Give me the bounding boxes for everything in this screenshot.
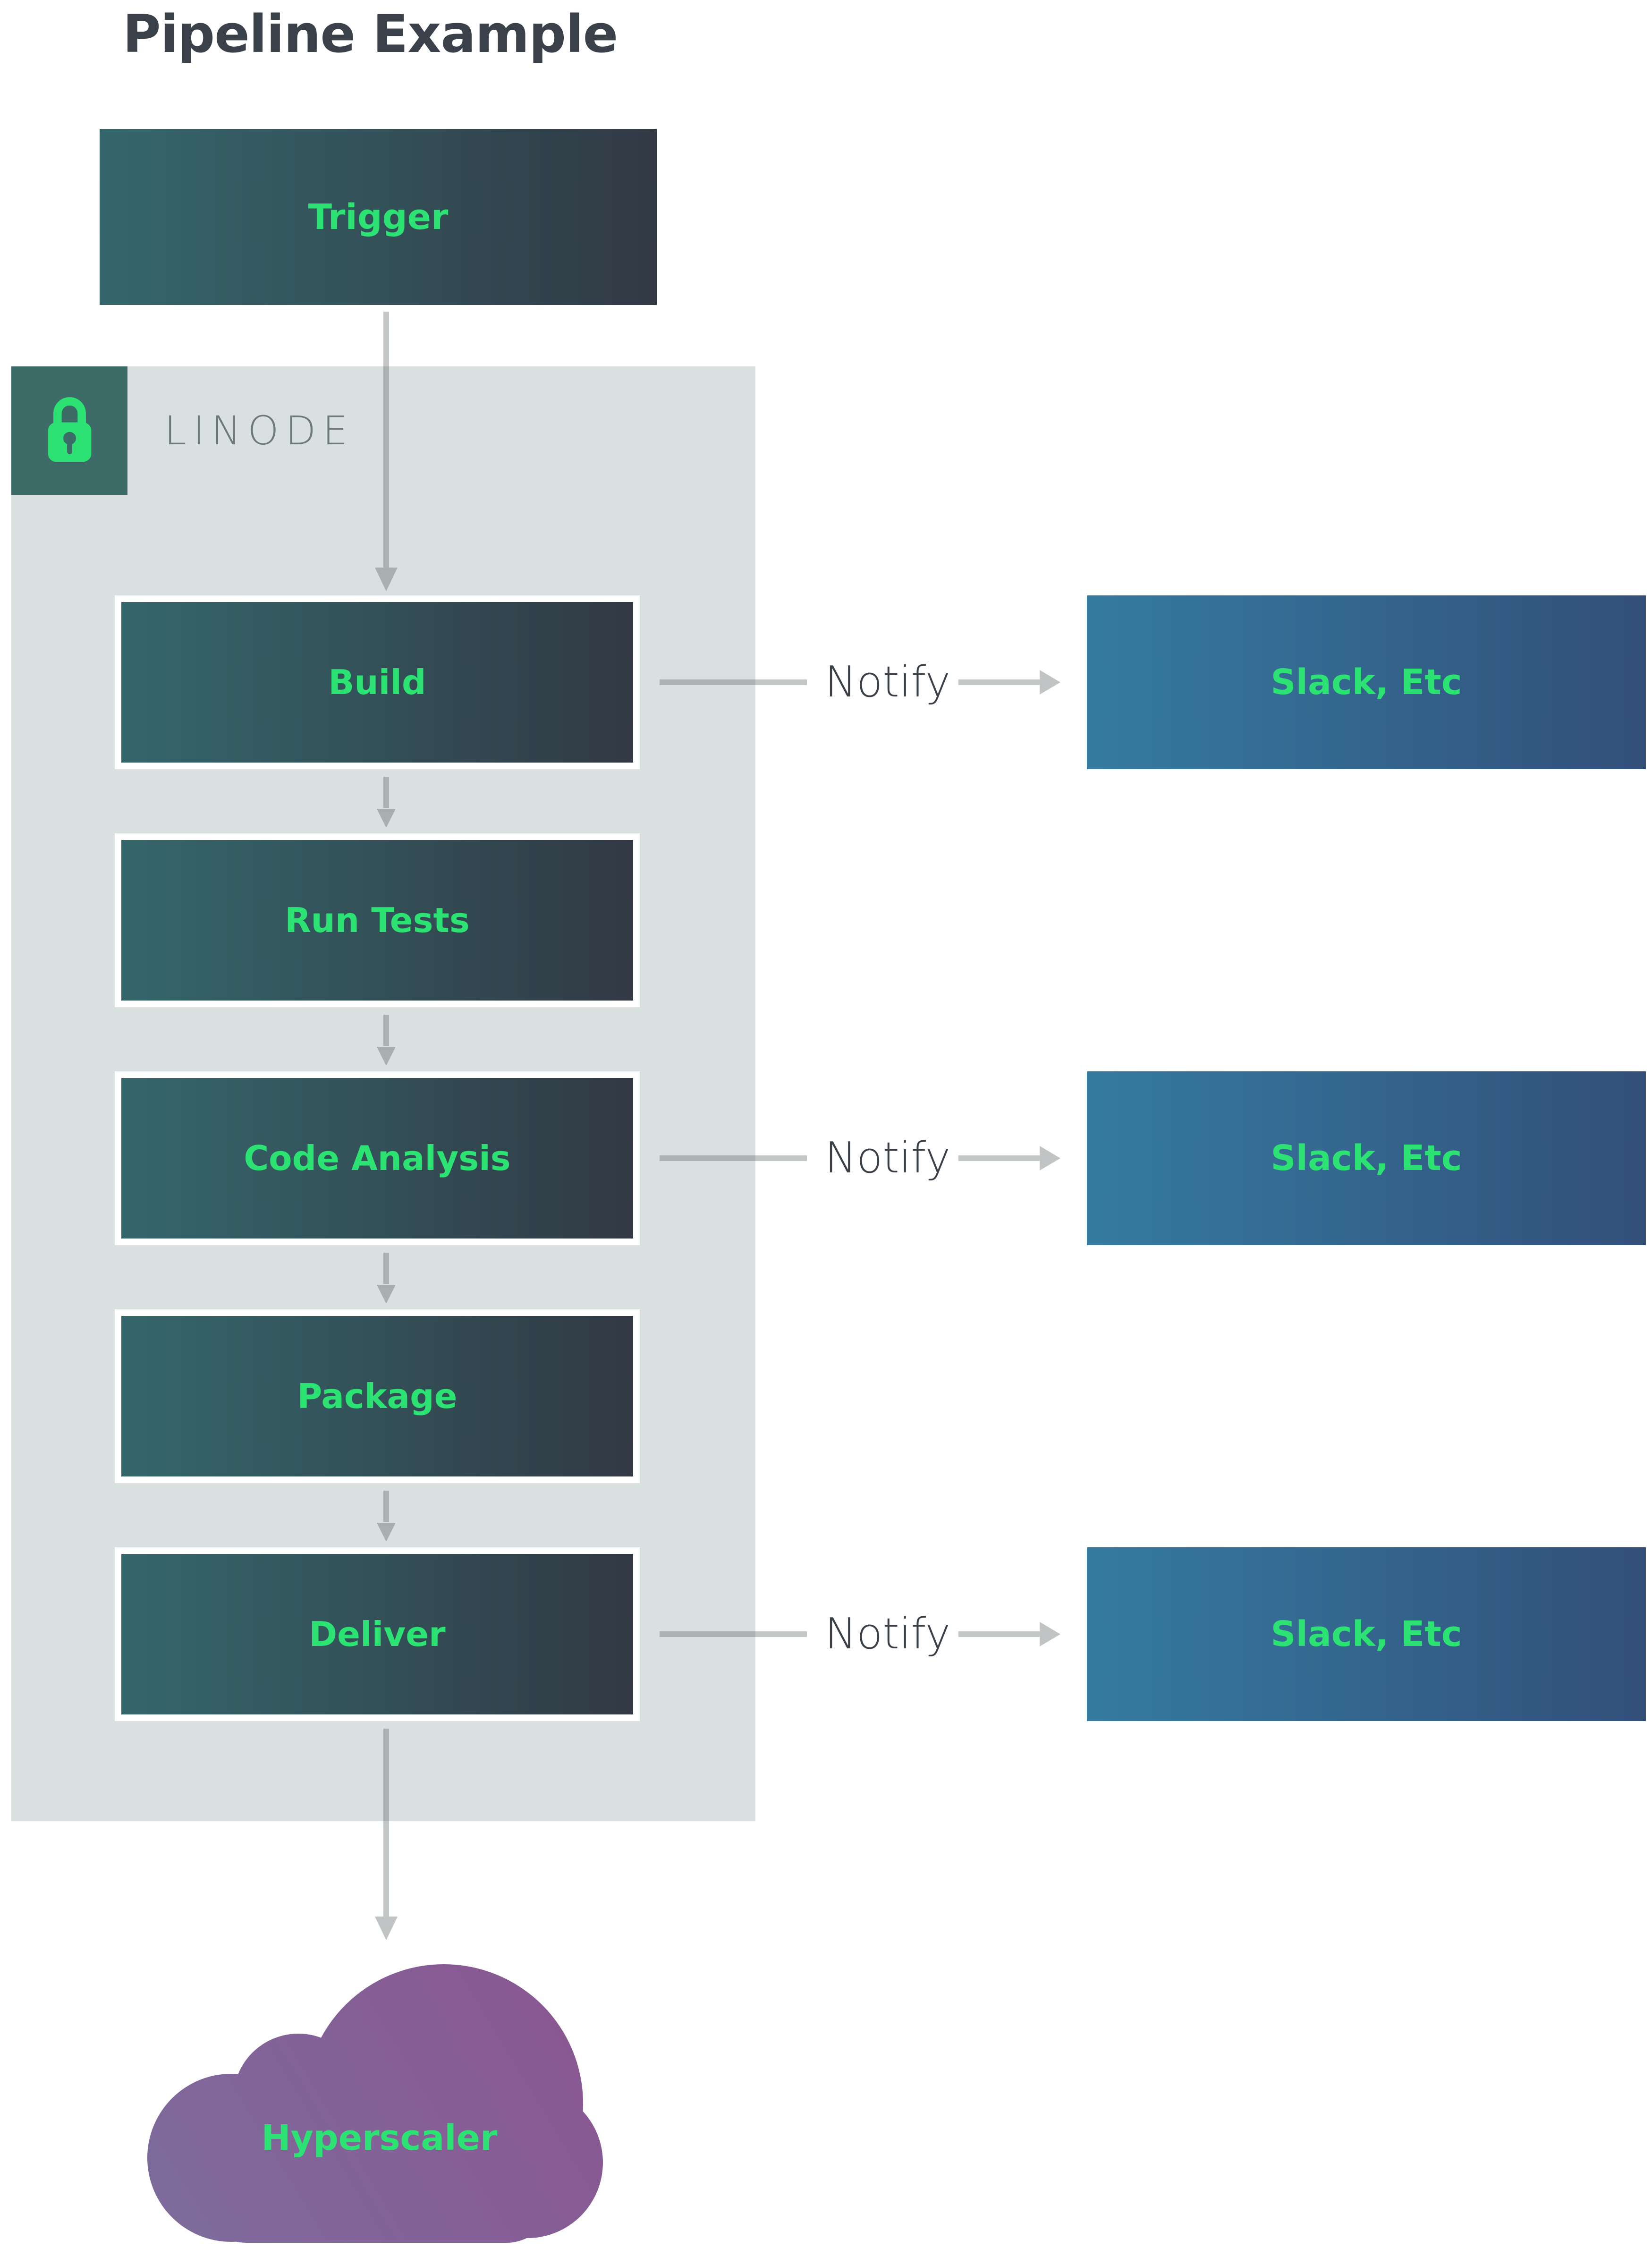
notify-line bbox=[660, 1155, 807, 1161]
notify-line bbox=[958, 1155, 1040, 1161]
stage-inner: Package bbox=[121, 1316, 633, 1476]
stage-label: Package bbox=[297, 1376, 457, 1416]
notify-label: Notify bbox=[824, 1133, 951, 1183]
stage-box-run-tests: Run Tests bbox=[115, 833, 640, 1007]
flow-line-trigger-build bbox=[383, 312, 389, 568]
stage-box-code-analysis: Code Analysis bbox=[115, 1071, 640, 1245]
arrowhead-right-icon bbox=[1040, 670, 1060, 695]
notify-label: Notify bbox=[824, 1609, 951, 1659]
arrowhead-down-icon bbox=[377, 1285, 396, 1304]
trigger-box: Trigger bbox=[100, 129, 657, 305]
stage-label: Build bbox=[328, 662, 426, 702]
flow-line-runtests-codeanalysis bbox=[383, 1015, 389, 1046]
notify-line bbox=[958, 679, 1040, 685]
cloud-shape bbox=[147, 1962, 611, 2243]
stage-inner: Code Analysis bbox=[121, 1078, 633, 1239]
notify-line bbox=[958, 1631, 1040, 1637]
notify-target-label: Slack, Etc bbox=[1271, 1138, 1462, 1179]
stage-box-package: Package bbox=[115, 1309, 640, 1483]
stage-inner: Run Tests bbox=[121, 840, 633, 1001]
page-title: Pipeline Example bbox=[123, 4, 618, 64]
provider-badge bbox=[11, 366, 127, 495]
flow-line-package-deliver bbox=[383, 1491, 389, 1522]
arrowhead-right-icon bbox=[1040, 1146, 1060, 1171]
notify-line bbox=[660, 679, 807, 685]
stage-box-deliver: Deliver bbox=[115, 1547, 640, 1721]
arrowhead-down-icon bbox=[377, 809, 396, 828]
flow-line-codeanalysis-package bbox=[383, 1253, 389, 1284]
destination-label: Hyperscaler bbox=[261, 2118, 498, 2158]
arrowhead-right-icon bbox=[1040, 1622, 1060, 1646]
stage-inner: Build bbox=[121, 602, 633, 763]
arrowhead-down-icon bbox=[377, 1047, 396, 1066]
stage-label: Run Tests bbox=[285, 900, 470, 940]
notify-target-label: Slack, Etc bbox=[1271, 1614, 1462, 1654]
arrowhead-down-icon bbox=[375, 568, 398, 591]
notify-label: Notify bbox=[824, 657, 951, 707]
flow-line-deliver-cloud bbox=[383, 1729, 389, 1917]
arrowhead-down-icon bbox=[377, 1523, 396, 1542]
lock-icon bbox=[38, 390, 102, 471]
flow-line-build-runtests bbox=[383, 777, 389, 808]
notify-line bbox=[660, 1631, 807, 1637]
notify-target-box: Slack, Etc bbox=[1087, 1071, 1646, 1245]
provider-label: LINODE bbox=[164, 407, 355, 454]
stage-label: Code Analysis bbox=[244, 1138, 511, 1178]
arrowhead-down-icon bbox=[375, 1917, 398, 1940]
notify-target-box: Slack, Etc bbox=[1087, 595, 1646, 769]
notify-target-label: Slack, Etc bbox=[1271, 662, 1462, 703]
stage-label: Deliver bbox=[309, 1614, 446, 1654]
notify-target-box: Slack, Etc bbox=[1087, 1547, 1646, 1721]
trigger-label: Trigger bbox=[308, 196, 449, 238]
stage-inner: Deliver bbox=[121, 1554, 633, 1714]
stage-box-build: Build bbox=[115, 595, 640, 769]
